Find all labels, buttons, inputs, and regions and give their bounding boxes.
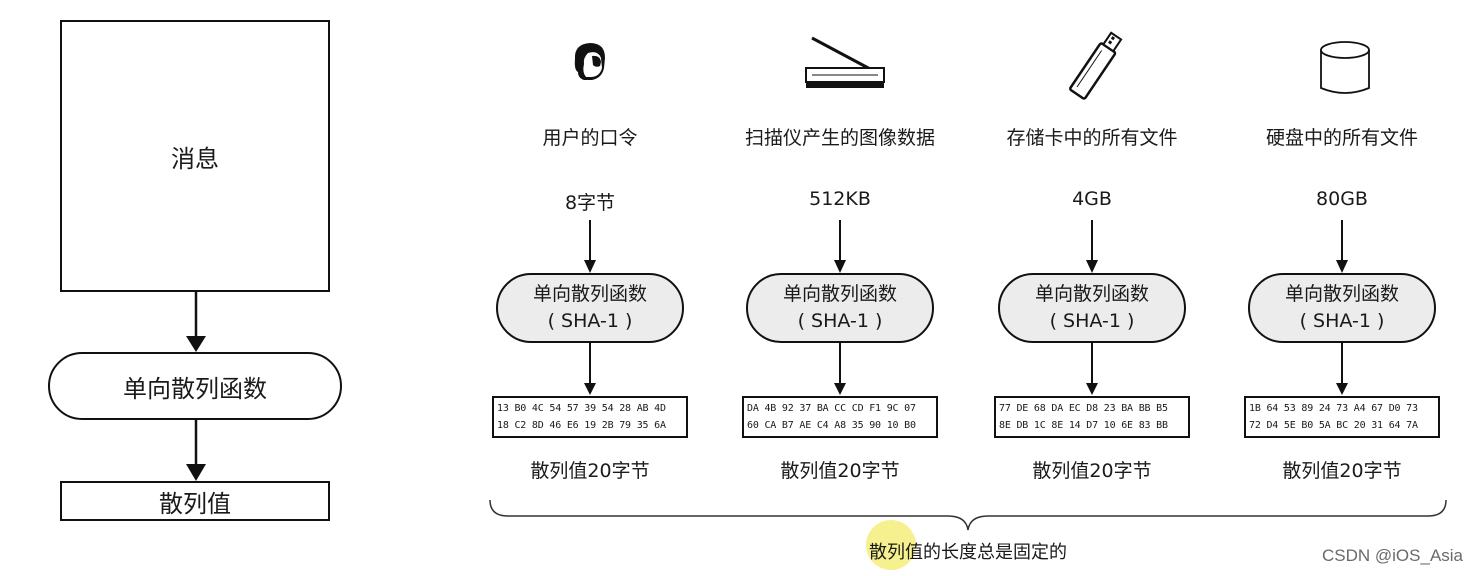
column-title: 扫描仪产生的图像数据	[744, 127, 935, 149]
sha1-function-label: 单向散列函数	[532, 283, 647, 305]
hex-row: 13 B0 4C 54 57 39 54 28 AB 4D	[497, 403, 666, 414]
hex-row: 60 CA B7 AE C4 A8 35 90 10 B0	[747, 420, 916, 431]
sha1-function-pill: 单向散列函数 ( SHA-1 )	[496, 273, 684, 343]
fixed-length-caption: 散列值的长度总是固定的	[869, 542, 1067, 563]
hash-hex-box: 13 B0 4C 54 57 39 54 28 AB 4D 18 C2 8D 4…	[492, 396, 688, 438]
hex-row: 1B 64 53 89 24 73 A4 67 D0 73	[1249, 403, 1418, 414]
hash-value-label: 散列值	[159, 489, 231, 518]
hex-row: DA 4B 92 37 BA CC CD F1 9C 07	[747, 403, 916, 414]
hash-size-label: 散列值20字节	[530, 460, 650, 482]
grouping-brace	[489, 499, 1447, 531]
sha1-function-label: 单向散列函数	[1284, 283, 1399, 305]
hash-hex-box: 1B 64 53 89 24 73 A4 67 D0 73 72 D4 5E B…	[1244, 396, 1440, 438]
usb-drive-icon	[1069, 31, 1123, 100]
sha1-function-label: 单向散列函数	[1034, 283, 1149, 305]
hex-row: 72 D4 5E B0 5A BC 20 31 64 7A	[1249, 420, 1418, 431]
column-size: 80GB	[1316, 188, 1368, 210]
column-title: 硬盘中的所有文件	[1265, 127, 1418, 149]
column-size: 8字节	[564, 192, 616, 214]
hash-function-label: 单向散列函数	[123, 374, 267, 403]
sha1-algorithm-label: ( SHA-1 )	[1299, 310, 1385, 332]
hash-hex-box: DA 4B 92 37 BA CC CD F1 9C 07 60 CA B7 A…	[742, 396, 938, 438]
left-arrow-message-to-function	[186, 292, 206, 352]
hex-row: 77 DE 68 DA EC D8 23 BA BB B5	[999, 403, 1168, 414]
message-box: 消息	[60, 20, 330, 292]
column-size: 4GB	[1072, 188, 1112, 210]
sha1-algorithm-label: ( SHA-1 )	[1049, 310, 1135, 332]
hash-size-label: 散列值20字节	[1032, 460, 1152, 482]
left-arrow-function-to-hash	[186, 420, 206, 481]
column-title: 用户的口令	[542, 127, 638, 149]
sha1-function-pill: 单向散列函数 ( SHA-1 )	[746, 273, 934, 343]
cursor-highlight	[866, 520, 916, 570]
column-size: 512KB	[809, 188, 871, 210]
hard-disk-icon	[1320, 41, 1370, 94]
column-title: 存储卡中的所有文件	[1006, 127, 1178, 149]
sha1-algorithm-label: ( SHA-1 )	[547, 310, 633, 332]
hash-size-label: 散列值20字节	[1282, 460, 1402, 482]
sha1-function-pill: 单向散列函数 ( SHA-1 )	[998, 273, 1186, 343]
hash-hex-box: 77 DE 68 DA EC D8 23 BA BB B5 8E DB 1C 8…	[994, 396, 1190, 438]
hex-row: 8E DB 1C 8E 14 D7 10 6E 83 BB	[999, 420, 1168, 431]
column-arrows	[589, 220, 1343, 385]
hash-value-box: 散列值	[60, 481, 330, 521]
hash-function-pill: 单向散列函数	[48, 352, 342, 420]
sha1-algorithm-label: ( SHA-1 )	[797, 310, 883, 332]
column-arrowheads	[584, 260, 1348, 395]
scanner-icon	[805, 36, 885, 88]
person-icon	[574, 43, 605, 80]
hex-row: 18 C2 8D 46 E6 19 2B 79 35 6A	[497, 420, 666, 431]
sha1-function-label: 单向散列函数	[782, 283, 897, 305]
sha1-function-pill: 单向散列函数 ( SHA-1 )	[1248, 273, 1436, 343]
watermark: CSDN @iOS_Asia	[1322, 546, 1464, 565]
hash-size-label: 散列值20字节	[780, 460, 900, 482]
message-label: 消息	[171, 144, 219, 173]
